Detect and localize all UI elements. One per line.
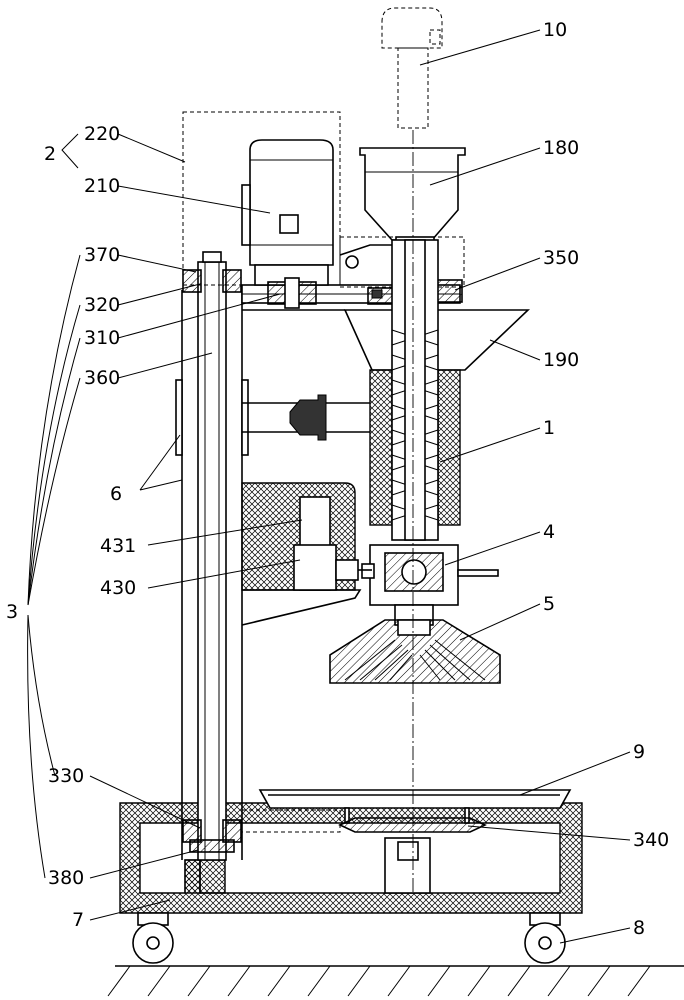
- label-310: 310: [84, 327, 120, 349]
- label-2: 2: [44, 143, 56, 165]
- label-330: 330: [48, 765, 84, 787]
- cover-431: [241, 482, 372, 591]
- label-4: 4: [543, 521, 555, 543]
- valve-4: [361, 544, 499, 626]
- label-190: 190: [543, 349, 579, 371]
- actuator-10: [381, 7, 443, 129]
- label-220: 220: [84, 123, 120, 145]
- label-9: 9: [633, 741, 645, 763]
- ground: [107, 965, 684, 997]
- leader-lines: [27, 29, 631, 944]
- spreader-5: [329, 619, 501, 684]
- screw-barrel-1: [369, 239, 461, 541]
- label-431: 431: [100, 535, 136, 557]
- label-1: 1: [543, 417, 555, 439]
- pan-9: [258, 789, 572, 824]
- label-3: 3: [6, 601, 18, 623]
- label-350: 350: [543, 247, 579, 269]
- label-6: 6: [110, 483, 122, 505]
- turntable-340: [241, 809, 487, 894]
- label-180: 180: [543, 137, 579, 159]
- label-340: 340: [633, 829, 669, 851]
- label-5: 5: [543, 593, 555, 615]
- label-10: 10: [543, 19, 567, 41]
- caster-wheels: [132, 912, 566, 964]
- label-380: 380: [48, 867, 84, 889]
- label-370: 370: [84, 244, 120, 266]
- label-210: 210: [84, 175, 120, 197]
- label-8: 8: [633, 917, 645, 939]
- label-320: 320: [84, 294, 120, 316]
- column-bearings: [182, 269, 242, 853]
- label-430: 430: [100, 577, 136, 599]
- label-7: 7: [72, 909, 84, 931]
- part-labels: 10 220 2 210 180 370 350 320 310 190 360…: [6, 19, 669, 939]
- bearing-350: [367, 279, 463, 305]
- motor-210: [182, 111, 341, 309]
- label-360: 360: [84, 367, 120, 389]
